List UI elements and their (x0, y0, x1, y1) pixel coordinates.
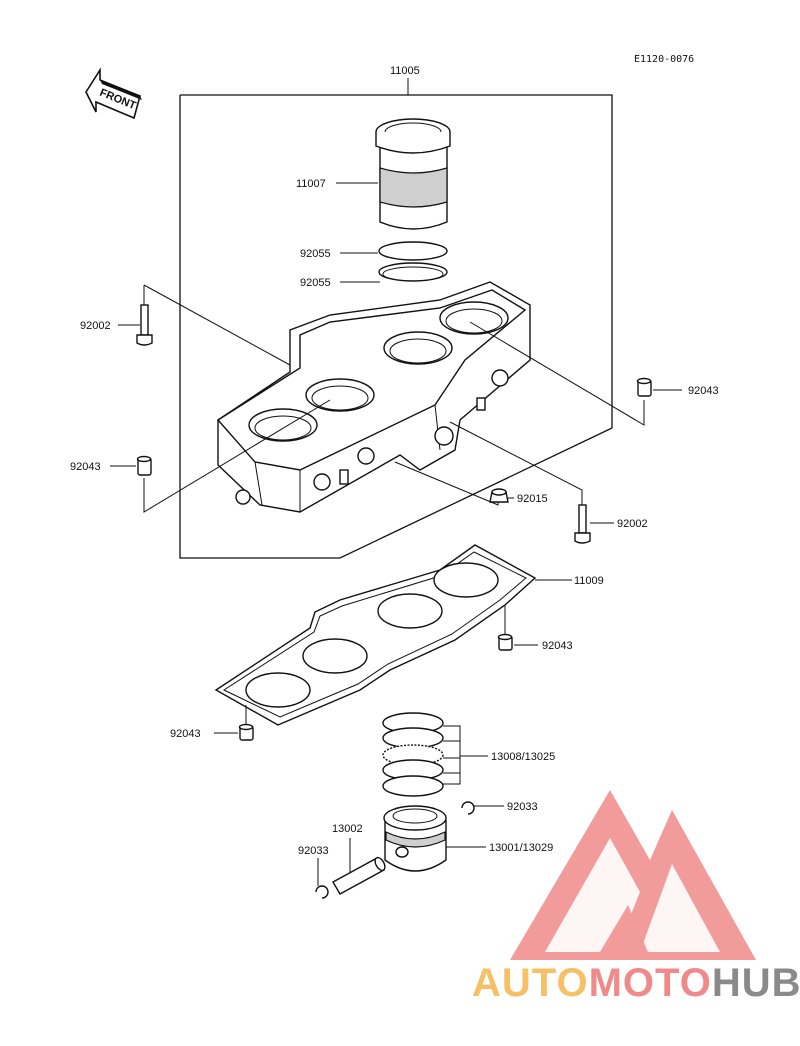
label-92015: 92015 (517, 493, 548, 505)
dowel-right-upper (636, 377, 652, 397)
label-92043-gasket-right: 92043 (542, 640, 573, 652)
label-92055-b: 92055 (300, 277, 331, 289)
label-92055-a: 92055 (300, 248, 331, 260)
dowel-gasket-left (238, 723, 254, 741)
dowel-gasket-right (497, 633, 513, 651)
label-11007: 11007 (296, 178, 326, 190)
circlip-right (461, 801, 475, 815)
front-arrow-icon: FRONT (85, 67, 142, 120)
watermark-moto: MOTO (589, 961, 712, 1005)
watermark-logo-icon (510, 790, 756, 960)
label-92002-right: 92002 (617, 518, 648, 530)
o-rings (378, 241, 448, 282)
diagram-code: E1120-0076 (634, 54, 694, 65)
cylinder-block (216, 281, 531, 513)
plug-92015 (489, 488, 509, 503)
piston (383, 805, 447, 872)
assembly-bracket (179, 78, 613, 559)
bolt-right (574, 504, 591, 544)
label-92043-right-upper: 92043 (688, 385, 719, 397)
watermark-hub: HUB (712, 961, 800, 1005)
label-92033-right: 92033 (507, 801, 538, 813)
label-13008-13025: 13008/13025 (491, 751, 555, 763)
watermark-auto: AUTO (472, 961, 589, 1005)
piston-rings (382, 712, 444, 797)
label-11009: 11009 (574, 575, 604, 587)
label-11005: 11005 (390, 65, 420, 77)
label-92002-left: 92002 (80, 320, 111, 332)
label-92043-gasket-left: 92043 (170, 728, 201, 740)
label-92043-left-upper: 92043 (70, 461, 101, 473)
cylinder-sleeve (375, 118, 451, 230)
label-13001-13029: 13001/13029 (489, 842, 553, 854)
label-92033-left: 92033 (298, 845, 329, 857)
dowel-left-upper (136, 455, 152, 476)
bolt-left (136, 285, 153, 346)
piston-pin (332, 856, 386, 895)
watermark-text: AUTOMOTOHUB (472, 961, 800, 1005)
label-13002: 13002 (332, 823, 363, 835)
circlip-left (315, 885, 329, 899)
head-gasket (214, 544, 537, 726)
